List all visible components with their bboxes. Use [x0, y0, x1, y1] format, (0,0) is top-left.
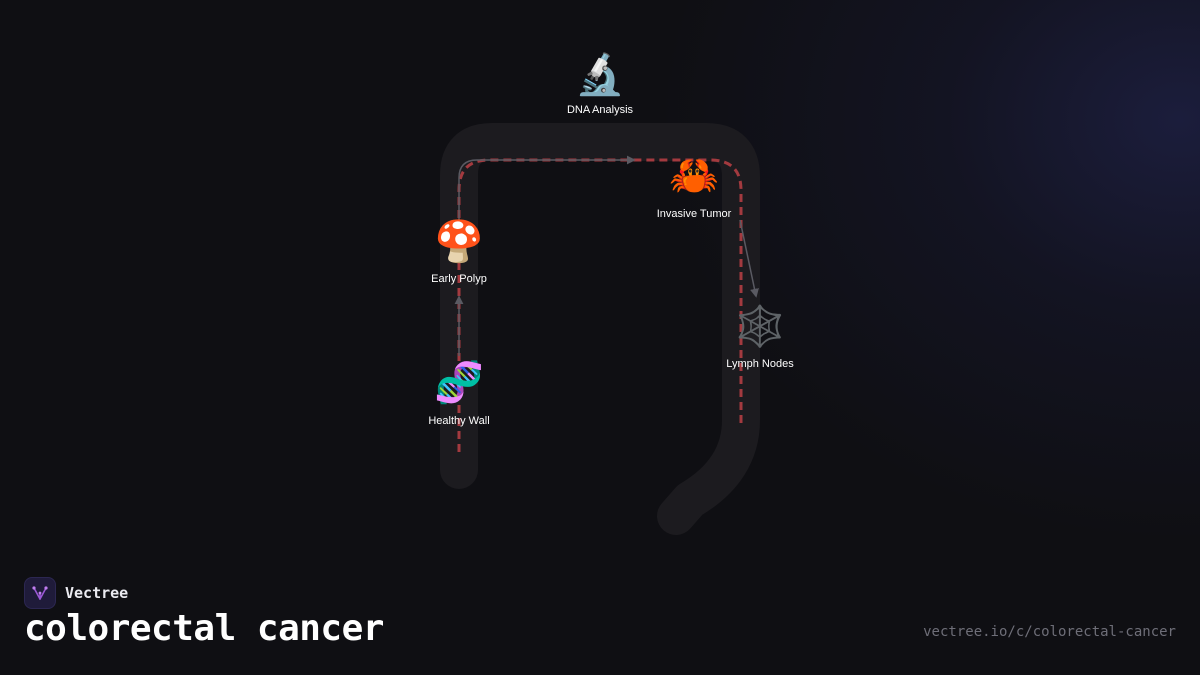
edge-early-polyp-to-invasive-tumor — [458, 155, 636, 222]
node-early-polyp[interactable]: 🍄 Early Polyp — [431, 218, 487, 285]
node-label: Lymph Nodes — [726, 358, 794, 370]
node-dna-analysis[interactable]: 🔬 DNA Analysis — [567, 50, 634, 116]
microscope-icon: 🔬 — [575, 50, 625, 98]
vectree-tree-logo-icon — [24, 577, 56, 609]
node-label: Healthy Wall — [428, 415, 489, 427]
dna-icon: 🧬 — [434, 358, 484, 406]
spider-web-icon: 🕸️ — [735, 303, 785, 350]
node-label: Invasive Tumor — [657, 208, 732, 220]
crab-icon: 🦀 — [669, 153, 719, 199]
node-healthy-wall[interactable]: 🧬 Healthy Wall — [428, 358, 489, 427]
mushroom-icon: 🍄 — [434, 218, 484, 265]
colon-track — [440, 123, 760, 535]
page-title: colorectal cancer — [24, 608, 384, 649]
node-label: Early Polyp — [431, 273, 487, 285]
brand[interactable]: Vectree — [24, 577, 128, 609]
node-label: DNA Analysis — [567, 104, 634, 116]
node-lymph-nodes[interactable]: 🕸️ Lymph Nodes — [726, 303, 794, 370]
page-url[interactable]: vectree.io/c/colorectal-cancer — [923, 624, 1176, 640]
progression-path — [457, 158, 743, 452]
node-invasive-tumor[interactable]: 🦀 Invasive Tumor — [657, 153, 732, 220]
brand-name: Vectree — [65, 584, 129, 602]
edge-invasive-tumor-to-lymph-nodes — [739, 219, 759, 298]
